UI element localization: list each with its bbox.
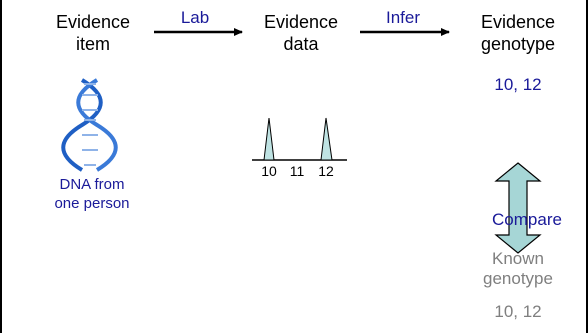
known-genotype-label: Known genotype (468, 249, 568, 290)
tick-12: 12 (318, 163, 334, 179)
dna-caption-line2: one person (54, 194, 130, 212)
evidence-item-label: Evidence item (52, 12, 134, 55)
known-genotype-value: 10, 12 (494, 302, 542, 321)
dna-helix-icon (61, 78, 118, 172)
evidence-genotype-label: Evidence genotype (468, 12, 568, 55)
evidence-item-line1: Evidence (55, 12, 131, 32)
evidence-data-line1: Evidence (263, 12, 339, 32)
known-genotype-line2: genotype (483, 269, 553, 289)
tick-10: 10 (261, 163, 277, 179)
infer-arrow-label: Infer (385, 8, 421, 27)
compare-label: Compare (492, 210, 562, 229)
dna-caption-line1: DNA from (59, 176, 125, 193)
peak-10 (263, 117, 275, 161)
known-genotype-line1: Known (492, 249, 544, 268)
evidence-data-line2: data (283, 33, 319, 54)
dna-caption: DNA from one person (42, 176, 142, 214)
evidence-genotype-line2: genotype (480, 33, 556, 54)
evidence-genotype-value: 10, 12 (494, 75, 542, 94)
evidence-item-line2: item (75, 33, 110, 54)
peak-12 (320, 117, 333, 161)
evidence-data-label: Evidence data (260, 12, 342, 55)
compare-double-arrow (494, 162, 542, 254)
tick-11: 11 (289, 163, 305, 179)
lab-arrow-label: Lab (180, 8, 210, 27)
electropherogram (252, 117, 347, 161)
evidence-genotype-line1: Evidence (480, 12, 556, 32)
